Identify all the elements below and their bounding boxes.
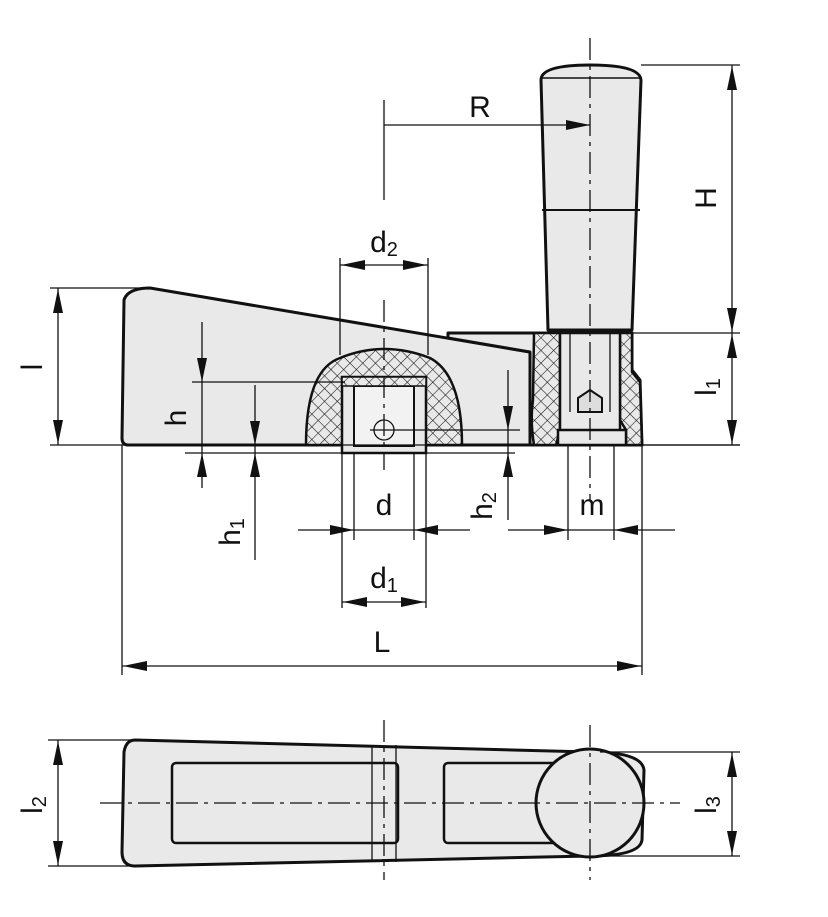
label-h1: h1 bbox=[214, 518, 249, 546]
label-h2: h2 bbox=[466, 492, 501, 520]
front-view bbox=[120, 38, 644, 500]
dimension-labels: R H d2 l h h1 d h2 m l1 d1 L l2 l3 bbox=[16, 91, 725, 814]
label-d2: d2 bbox=[370, 226, 398, 261]
washer bbox=[556, 428, 628, 447]
label-R: R bbox=[469, 91, 491, 124]
label-d1: d1 bbox=[370, 562, 398, 597]
label-l3: l3 bbox=[690, 796, 725, 814]
label-l: l bbox=[16, 364, 49, 371]
label-H: H bbox=[690, 187, 723, 209]
revolving-handle bbox=[539, 63, 643, 332]
handle-socket-hatch-left bbox=[530, 331, 562, 447]
top-dimensions bbox=[48, 739, 740, 867]
label-m: m bbox=[580, 489, 605, 522]
front-dimensions bbox=[50, 64, 740, 675]
label-h: h bbox=[160, 410, 193, 427]
top-view bbox=[100, 720, 680, 880]
label-d: d bbox=[376, 489, 393, 522]
label-l2: l2 bbox=[16, 796, 51, 814]
label-L: L bbox=[374, 626, 391, 659]
label-l1: l1 bbox=[690, 378, 725, 396]
